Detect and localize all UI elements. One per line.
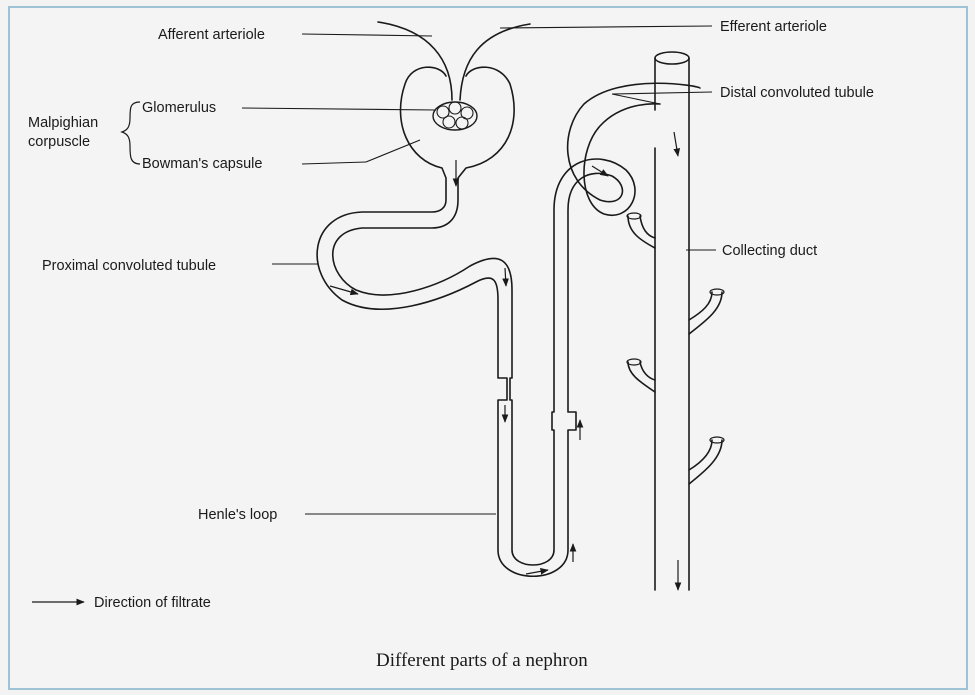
label-efferent-arteriole: Efferent arteriole xyxy=(720,19,827,35)
efferent-arteriole xyxy=(460,24,530,100)
label-henles-loop: Henle's loop xyxy=(198,507,277,523)
bowmans-capsule xyxy=(317,67,700,576)
label-distal-convoluted-tubule: Distal convoluted tubule xyxy=(720,85,874,101)
label-proximal-convoluted-tubule: Proximal convoluted tubule xyxy=(42,258,216,274)
label-afferent-arteriole: Afferent arteriole xyxy=(158,27,265,43)
afferent-arteriole xyxy=(378,22,452,100)
collecting-duct xyxy=(627,52,724,590)
legend-text: Direction of filtrate xyxy=(94,595,211,611)
diagram-caption: Different parts of a nephron xyxy=(376,650,588,671)
filtrate-arrows xyxy=(330,132,678,590)
label-bowmans-capsule: Bowman's capsule xyxy=(142,156,262,172)
label-collecting-duct: Collecting duct xyxy=(722,243,817,259)
label-glomerulus: Glomerulus xyxy=(142,100,216,116)
bowmans-capsule-inner xyxy=(333,67,660,565)
legend: Direction of filtrate xyxy=(32,595,211,611)
label-malpighian-line2: corpuscle xyxy=(28,134,90,150)
malpighian-bracket xyxy=(122,102,140,164)
glomerulus-icon xyxy=(433,102,477,130)
label-malpighian-line1: Malpighian xyxy=(28,115,98,131)
leader-lines xyxy=(242,26,716,514)
